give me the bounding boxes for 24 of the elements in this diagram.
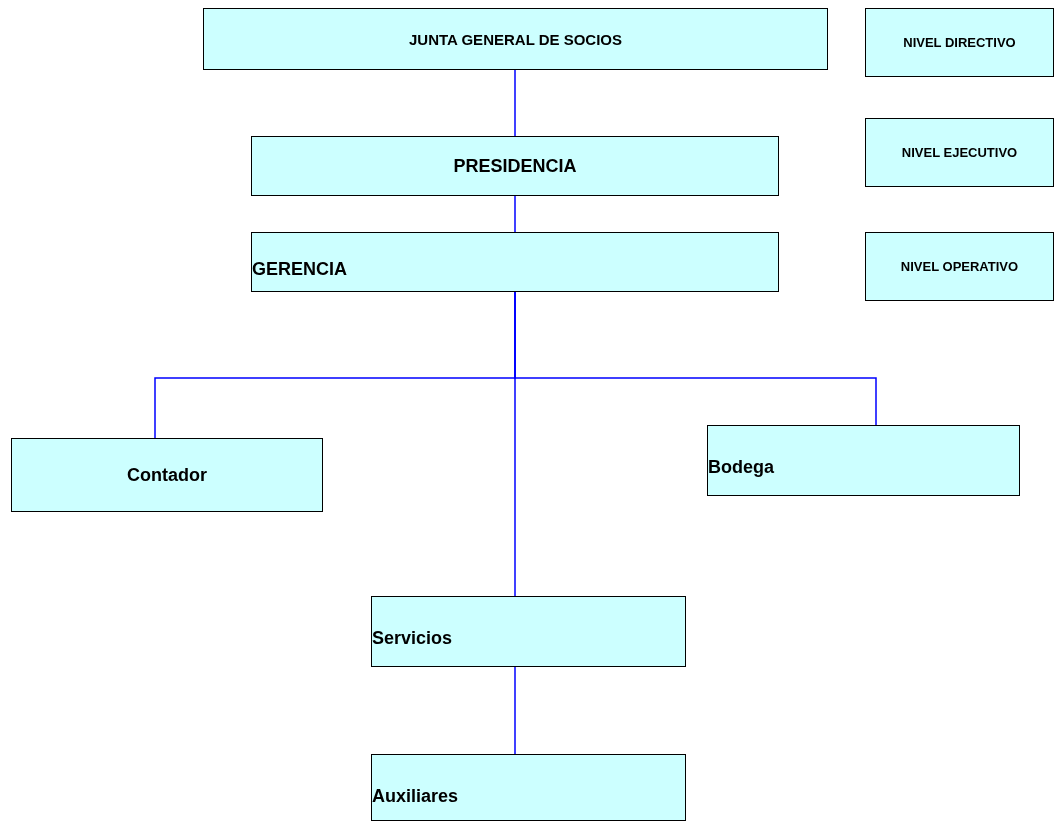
box-label: Contador <box>127 464 207 486</box>
org-box <box>251 136 779 196</box>
org-box <box>371 596 686 667</box>
connector-line <box>514 666 516 755</box>
box-label: Servicios <box>372 628 453 649</box>
org-box <box>371 754 686 821</box>
box-label: NIVEL DIRECTIVO <box>903 35 1016 50</box>
org-box <box>11 438 323 512</box>
org-box <box>707 425 1020 496</box>
box-label: JUNTA GENERAL DE SOCIOS <box>408 30 623 48</box>
org-box <box>865 8 1054 77</box>
box-label: NIVEL EJECUTIVO <box>901 145 1018 160</box>
org-box <box>865 118 1054 187</box>
box-label: Bodega <box>708 457 774 478</box>
org-box <box>251 232 779 292</box>
org-box <box>203 8 828 70</box>
box-label: PRESIDENCIA <box>453 155 577 177</box>
box-label: Auxiliares <box>372 786 459 807</box>
connector-line <box>514 69 516 137</box>
connector-line <box>514 291 516 597</box>
box-label: NIVEL OPERATIVO <box>900 259 1019 274</box>
connector-line <box>514 195 516 233</box>
box-label: GERENCIA <box>252 258 347 280</box>
org-box <box>865 232 1054 301</box>
